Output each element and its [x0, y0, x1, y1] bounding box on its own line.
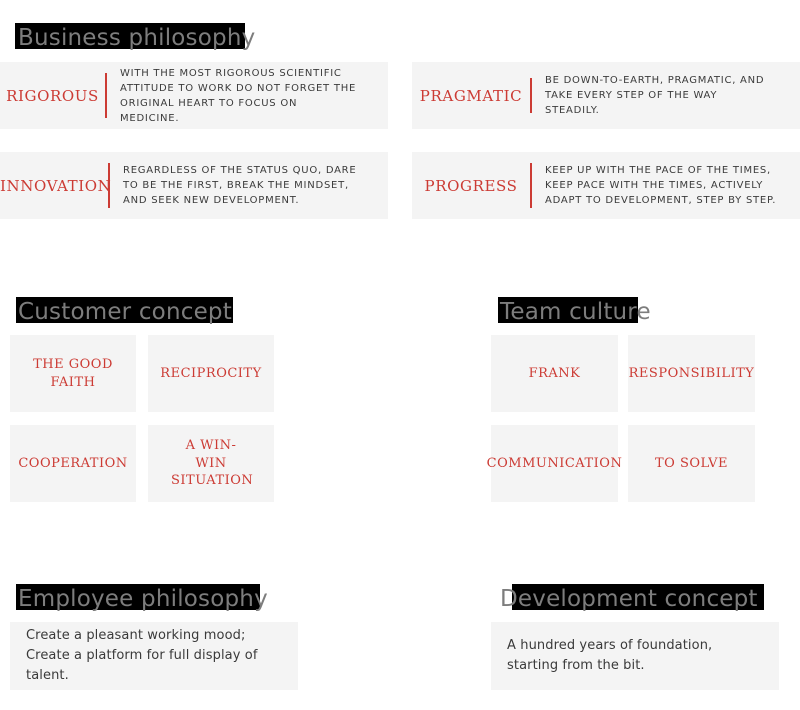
section-heading-development-concept-label: Development concept	[500, 586, 758, 612]
statement-panel-employee-philosophy: Create a pleasant working mood; Create a…	[10, 622, 298, 690]
tile-responsibility: RESPONSIBILITY	[628, 335, 755, 412]
section-heading-team-culture-label: Team culture	[500, 299, 651, 325]
tile-label: RESPONSIBILITY	[628, 365, 755, 381]
heading-highlight-bar	[15, 23, 245, 49]
philosophy-description-innovation: REGARDLESS OF THE STATUS QUO, DARE TO BE…	[123, 165, 357, 206]
philosophy-card-pragmatic: PRAGMATIC BE DOWN-TO-EARTH, PRAGMATIC, A…	[412, 62, 800, 129]
section-heading-business-philosophy-label: Business philosophy	[18, 25, 256, 51]
tile-cooperation: COOPERATION	[10, 425, 136, 502]
tile-label: TO SOLVE	[655, 455, 728, 471]
tile-communication: COMMUNICATION	[487, 425, 622, 502]
section-heading-team-culture: Team culture	[498, 297, 651, 325]
tile-label: COOPERATION	[18, 455, 128, 471]
section-heading-employee-philosophy-label: Employee philosophy	[18, 586, 268, 612]
section-heading-customer-concept-label: Customer concept	[18, 299, 232, 325]
philosophy-term-pragmatic: PRAGMATIC	[419, 86, 523, 105]
tile-label: RECIPROCITY	[160, 365, 262, 381]
philosophy-divider-rule	[530, 78, 532, 113]
philosophy-divider-rule	[108, 163, 110, 208]
heading-highlight-bar	[16, 297, 233, 323]
section-heading-customer-concept: Customer concept	[16, 297, 233, 325]
tile-label: FRANK	[528, 365, 581, 381]
philosophy-description-rigorous: WITH THE MOST RIGOROUS SCIENTIFIC ATTITU…	[120, 67, 357, 124]
philosophy-card-progress: PROGRESS KEEP UP WITH THE PACE OF THE TI…	[412, 152, 800, 219]
statement-line: Create a platform for full display of ta…	[26, 647, 258, 684]
philosophy-term-innovation: INNOVATION	[0, 176, 112, 195]
heading-highlight-bar	[16, 584, 260, 610]
section-heading-development-concept: Development concept	[500, 584, 764, 612]
heading-highlight-bar	[498, 297, 638, 323]
philosophy-term-progress: PROGRESS	[424, 176, 518, 195]
heading-highlight-bar	[512, 584, 764, 610]
statement-line: Create a pleasant working mood;	[26, 627, 246, 643]
philosophy-term-rigorous: RIGOROUS	[6, 86, 99, 105]
tile-frank: FRANK	[491, 335, 618, 412]
tile-to-solve: TO SOLVE	[628, 425, 755, 502]
section-heading-employee-philosophy: Employee philosophy	[16, 584, 268, 612]
statement-panel-development-concept: A hundred years of foundation, starting …	[491, 622, 779, 690]
philosophy-divider-rule	[530, 163, 532, 208]
philosophy-divider-rule	[105, 73, 107, 118]
philosophy-description-progress: KEEP UP WITH THE PACE OF THE TIMES, KEEP…	[545, 165, 777, 206]
statement-line: A hundred years of foundation,	[507, 637, 713, 653]
tile-a-win-win-situation: A WIN-WIN SITUATION	[148, 425, 274, 502]
philosophy-description-pragmatic: BE DOWN-TO-EARTH, PRAGMATIC, AND TAKE EV…	[545, 75, 765, 116]
section-heading-business-philosophy: Business philosophy	[15, 23, 256, 51]
philosophy-card-rigorous: RIGOROUS WITH THE MOST RIGOROUS SCIENTIF…	[0, 62, 388, 129]
statement-line: starting from the bit.	[507, 658, 645, 673]
tile-label: COMMUNICATION	[486, 455, 623, 471]
tile-reciprocity: RECIPROCITY	[148, 335, 274, 412]
tile-the-good-faith: THE GOOD FAITH	[10, 335, 136, 412]
philosophy-card-innovation: INNOVATION REGARDLESS OF THE STATUS QUO,…	[0, 152, 388, 219]
tile-label: THE GOOD FAITH	[33, 356, 113, 390]
tile-label: A WIN-WIN SITUATION	[171, 438, 254, 489]
